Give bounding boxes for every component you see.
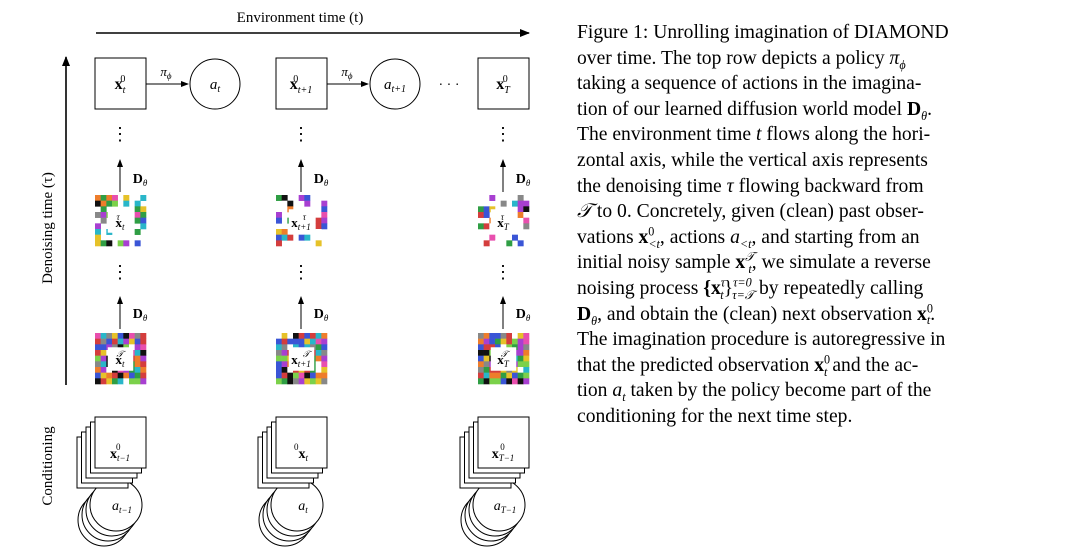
denoising-columns: ⋮ Dθ xtτ ⋮ Dθ xt𝒯 at−1 xt−10 ⋮ Dθ xt+1τ ⋮ Dθ xt+1𝒯 at x… bbox=[76, 124, 531, 547]
svg-text:πϕ: πϕ bbox=[160, 64, 172, 81]
model-label-lower: Dθ bbox=[133, 307, 148, 323]
svg-text:xt+10: xt+10 bbox=[290, 74, 313, 96]
action-circle-t1 bbox=[369, 58, 421, 110]
caption-line-10: initial noisy sample x𝒯t, we simulate a … bbox=[577, 249, 931, 277]
caption-line-7: the denoising time τ flowing backward fr… bbox=[577, 175, 924, 197]
caption-line-11: noising process {xτt}τ=0τ=𝒯 by repeatedl… bbox=[577, 275, 924, 302]
noisy-start-label: xt+1𝒯 bbox=[291, 349, 313, 369]
noise-patch-start bbox=[95, 333, 147, 385]
x-t1-label: x bbox=[290, 76, 298, 93]
vdots-lower: ⋮ bbox=[292, 262, 310, 282]
noisy-patch-mid bbox=[95, 195, 147, 247]
model-label-upper: Dθ bbox=[133, 172, 148, 188]
action-circle-t bbox=[189, 58, 241, 110]
observation-history-label: xt0 bbox=[294, 442, 308, 463]
model-label-upper: Dθ bbox=[314, 172, 329, 188]
observation-history-stack bbox=[459, 416, 530, 489]
environment-time-label: Environment time (t) bbox=[237, 10, 364, 26]
a-t1-label: a bbox=[384, 77, 392, 93]
vdots-lower: ⋮ bbox=[111, 262, 129, 282]
observation-history-label: xT−10 bbox=[492, 442, 515, 463]
svg-text:xT0: xT0 bbox=[496, 74, 511, 96]
observation-history-label: xt−10 bbox=[110, 442, 130, 463]
x-t-sup: 0 bbox=[120, 74, 125, 85]
x-t-label: x bbox=[115, 76, 123, 93]
noisy-start-label: xT𝒯 bbox=[497, 349, 511, 369]
top-row: xt0 πϕ at xt+10 πϕ at+1 · · · xT0 bbox=[94, 57, 530, 110]
conditioning-label: Conditioning bbox=[40, 426, 56, 506]
action-history-stack bbox=[77, 478, 143, 547]
caption-line-2: over time. The top row depicts a policy … bbox=[577, 47, 906, 72]
caption-line-9: vations x0<t, actions a<t, and starting … bbox=[577, 224, 920, 251]
caption-line-3: taking a sequence of actions in the imag… bbox=[577, 73, 922, 95]
a-t-sub: t bbox=[217, 84, 220, 95]
a-t-label: a bbox=[210, 77, 218, 93]
observation-history-stack bbox=[76, 416, 147, 489]
column-T: ⋮ Dθ xTτ ⋮ Dθ xT𝒯 aT−1 xT−10 bbox=[459, 124, 531, 547]
action-history-label: at−1 bbox=[112, 499, 132, 515]
caption-line-15: tion at taken by the policy become part … bbox=[577, 380, 932, 405]
noisy-patch-mid bbox=[276, 195, 328, 247]
clean-obs-box-T bbox=[477, 57, 530, 110]
policy-label-1: π bbox=[160, 64, 167, 79]
noise-patch-start bbox=[276, 333, 328, 385]
action-history-label: at bbox=[298, 499, 308, 515]
svg-text:at+1: at+1 bbox=[384, 77, 406, 95]
caption-line-5: The environment time t flows along the h… bbox=[577, 124, 931, 146]
column-t1: ⋮ Dθ xt+1τ ⋮ Dθ xt+1𝒯 at xt0 bbox=[257, 124, 329, 547]
caption-line-13: The imagination procedure is autoregress… bbox=[577, 329, 946, 351]
policy-sub-1: ϕ bbox=[167, 71, 172, 81]
x-T-label: x bbox=[496, 76, 504, 93]
action-history-stack bbox=[258, 478, 324, 547]
caption-line-6: zontal axis, while the vertical axis rep… bbox=[577, 149, 928, 171]
noisy-start-label: xt𝒯 bbox=[115, 349, 126, 369]
policy-sub-2: ϕ bbox=[348, 71, 353, 81]
figure-caption: Figure 1: Unrolling imagination of DIAMO… bbox=[577, 20, 1069, 430]
a-t1-sub: t+1 bbox=[391, 84, 406, 95]
svg-text:πϕ: πϕ bbox=[341, 64, 353, 81]
clean-obs-box-t bbox=[94, 57, 147, 110]
caption-line-4: tion of our learned diffusion world mode… bbox=[577, 98, 932, 123]
noise-patch-start bbox=[478, 333, 530, 385]
model-label-lower: Dθ bbox=[314, 307, 329, 323]
vdots-lower: ⋮ bbox=[494, 262, 512, 282]
x-t-sub: t bbox=[123, 85, 126, 96]
caption-line-8: 𝒯 to 0. Concretely, given (clean) past o… bbox=[577, 201, 924, 223]
policy-label-2: π bbox=[341, 64, 348, 79]
noisy-patch-mid bbox=[478, 195, 530, 247]
action-history-label: aT−1 bbox=[494, 499, 517, 515]
caption-line-12: Dθ, and obtain the (clean) next observat… bbox=[577, 301, 936, 328]
top-ellipsis: · · · bbox=[439, 78, 460, 93]
column-t: ⋮ Dθ xtτ ⋮ Dθ xt𝒯 at−1 xt−10 bbox=[76, 124, 148, 547]
vdots-upper: ⋮ bbox=[292, 124, 310, 144]
noisy-mid-label: xtτ bbox=[115, 212, 125, 232]
svg-text:at: at bbox=[210, 77, 221, 95]
model-label-lower: Dθ bbox=[516, 307, 531, 323]
noisy-mid-label: xt+1τ bbox=[291, 212, 311, 232]
observation-history-stack bbox=[257, 416, 328, 489]
clean-obs-box-t1 bbox=[275, 57, 328, 110]
caption-line-16: conditioning for the next time step. bbox=[577, 405, 853, 427]
diamond-imagination-figure: Environment time (t) Denoising time (τ) … bbox=[40, 10, 531, 547]
x-T-sup: 0 bbox=[503, 74, 508, 85]
vdots-upper: ⋮ bbox=[494, 124, 512, 144]
caption-line-14: that the predicted observation x0t and t… bbox=[577, 352, 919, 379]
action-history-stack bbox=[460, 478, 526, 547]
caption-line-1: Figure 1: Unrolling imagination of DIAMO… bbox=[577, 22, 949, 43]
x-t1-sup: 0 bbox=[293, 74, 298, 85]
vdots-upper: ⋮ bbox=[111, 124, 129, 144]
model-label-upper: Dθ bbox=[516, 172, 531, 188]
noisy-mid-label: xTτ bbox=[497, 212, 510, 232]
x-t1-sub: t+1 bbox=[298, 85, 313, 96]
denoising-time-label: Denoising time (τ) bbox=[40, 172, 56, 284]
x-T-sub: T bbox=[504, 85, 511, 96]
svg-text:xt0: xt0 bbox=[115, 74, 126, 96]
